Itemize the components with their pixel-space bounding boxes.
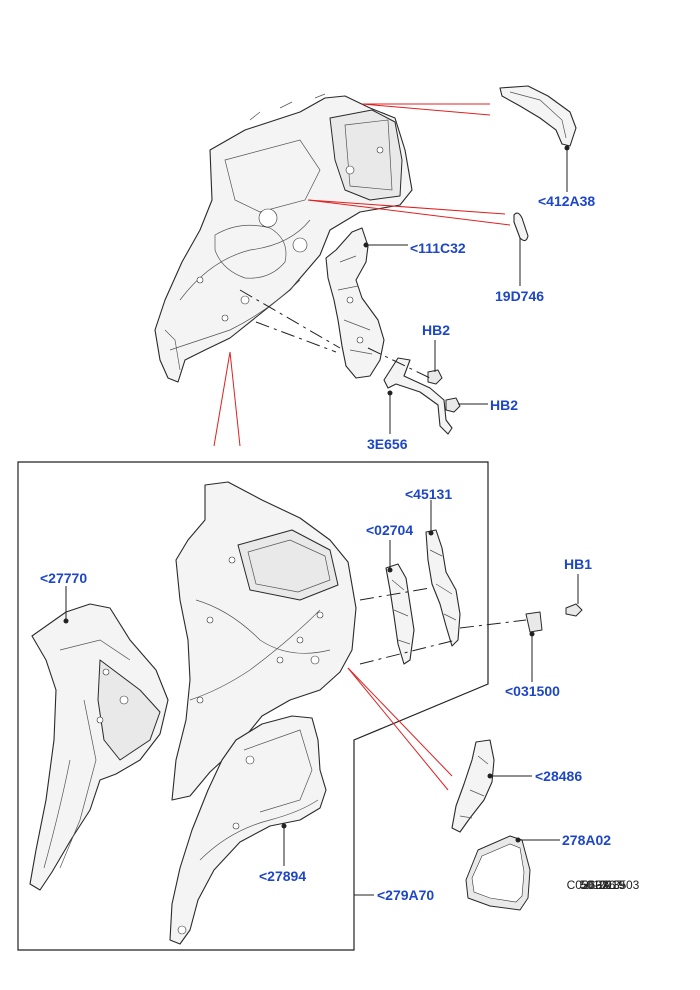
reference-line-4: C0269367-03 xyxy=(566,878,640,892)
reference-line-2: 50-2019 xyxy=(580,878,626,892)
part-412A38-bracket[interactable] xyxy=(499,85,577,151)
callout-hb2-top[interactable]: HB2 xyxy=(422,322,451,338)
callout-hb2-right[interactable]: HB2 xyxy=(490,397,519,413)
callout-3E656[interactable]: 3E656 xyxy=(367,436,408,452)
part-111C32-reinforcement[interactable] xyxy=(325,227,385,379)
part-02704-bracket[interactable] xyxy=(385,563,415,665)
part-rear-inner-body-side xyxy=(171,481,357,801)
part-28486-bracket[interactable] xyxy=(451,739,495,833)
part-45131-bracket[interactable] xyxy=(425,529,461,647)
reference-line-3: 3A xyxy=(595,878,611,892)
part-19D746-pad[interactable] xyxy=(513,212,529,242)
inner-quarter-panel-assembly xyxy=(154,93,413,383)
callout-27894[interactable]: <27894 xyxy=(259,868,307,884)
callout-111C32[interactable]: <111C32 xyxy=(410,240,466,256)
callout-27770[interactable]: <27770 xyxy=(40,570,88,586)
callout-hb1[interactable]: HB1 xyxy=(564,556,593,572)
reference-line-1: 5010135 xyxy=(579,878,627,892)
callout-45131[interactable]: <45131 xyxy=(405,486,453,502)
callout-031500[interactable]: <031500 xyxy=(505,683,560,699)
part-031500-fastener[interactable] xyxy=(525,611,543,637)
bolt-hb2-lower[interactable] xyxy=(445,397,461,413)
callout-28486[interactable]: <28486 xyxy=(535,768,583,784)
callout-19D746[interactable]: 19D746 xyxy=(495,288,545,304)
part-27894-wheelhouse[interactable] xyxy=(169,715,327,945)
callout-279A70[interactable]: <279A70 xyxy=(377,887,435,903)
callout-02704[interactable]: <02704 xyxy=(366,522,414,538)
part-3E656-strap[interactable] xyxy=(383,357,453,435)
bolt-hb1[interactable] xyxy=(565,603,583,617)
callout-278A02[interactable]: 278A02 xyxy=(562,832,612,848)
detail-frame xyxy=(17,461,489,951)
part-27770-pillar[interactable] xyxy=(29,603,169,891)
callout-412A38[interactable]: <412A38 xyxy=(538,193,596,209)
part-278A02-gasket[interactable] xyxy=(465,835,531,911)
bolt-hb2-upper[interactable] xyxy=(427,369,443,385)
